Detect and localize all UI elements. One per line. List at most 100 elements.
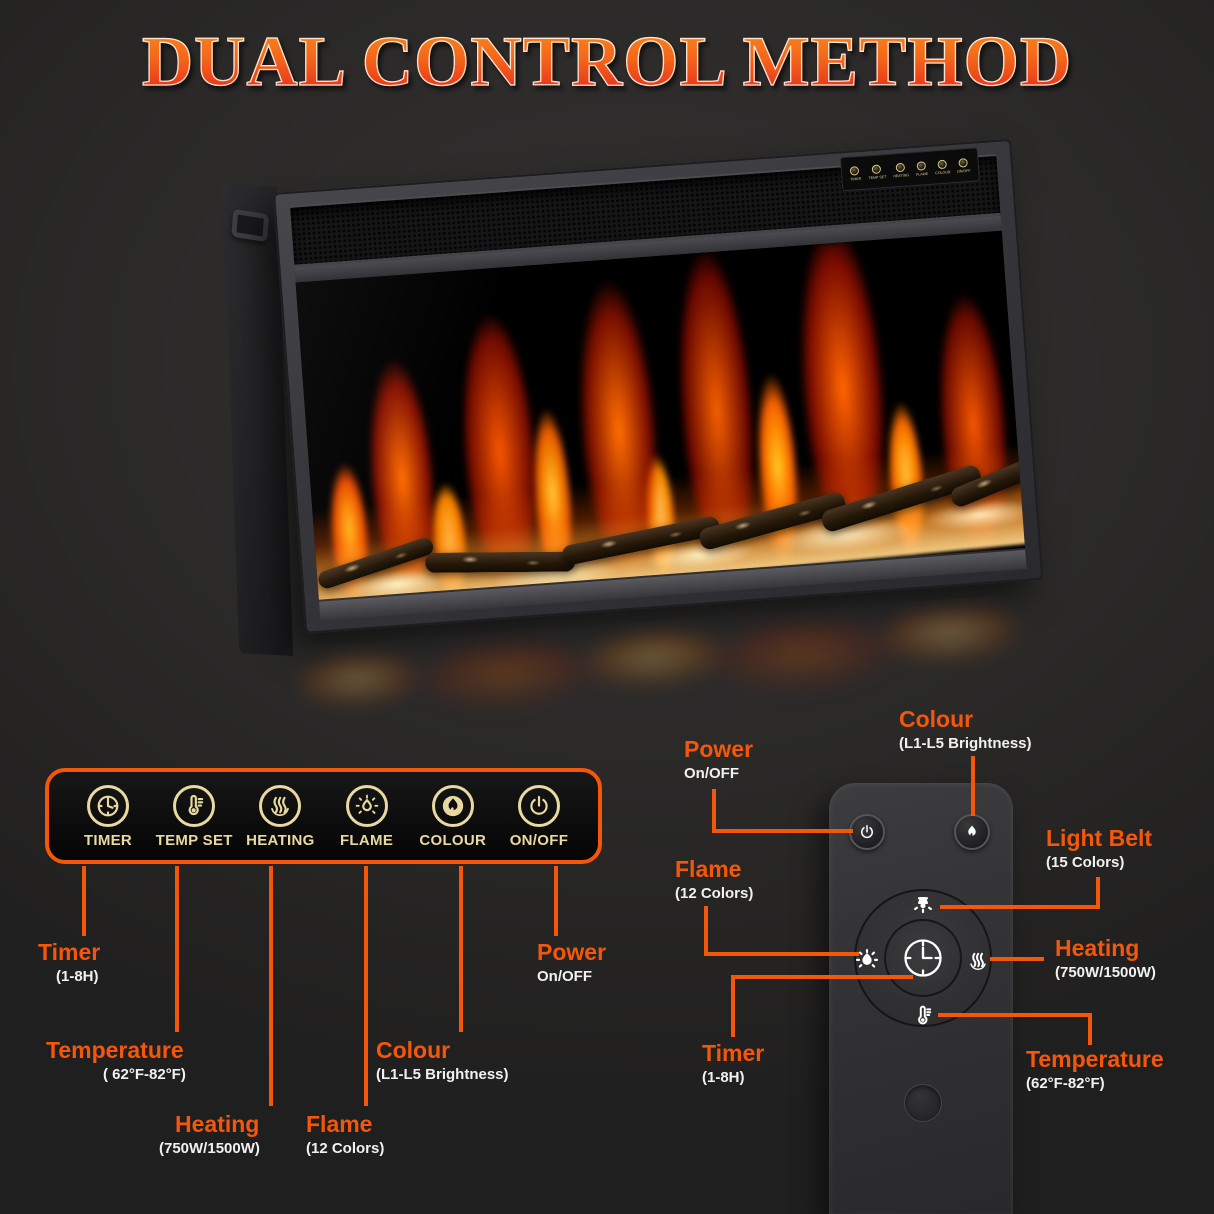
- callout-subtitle: (62°F-82°F): [1026, 1075, 1105, 1093]
- strip-button-timer: TIMER: [848, 165, 862, 181]
- heat-waves-icon: [895, 162, 906, 172]
- panel-button-label: COLOUR: [419, 832, 487, 849]
- callout-title: Timer: [38, 939, 101, 965]
- fireplace-glass: [295, 230, 1026, 600]
- remote-control: [829, 783, 1013, 1214]
- callout-title: Flame: [306, 1111, 373, 1137]
- strip-label: ON/OFF: [956, 167, 971, 174]
- heat-waves-icon: [964, 947, 992, 975]
- bulb-rays-icon: [916, 160, 927, 171]
- callout-title: Temperature: [46, 1037, 184, 1063]
- strip-label: FLAME: [915, 170, 928, 177]
- panel-button-label: TEMP SET: [155, 832, 233, 849]
- page-title: DUAL CONTROL METHOD: [0, 22, 1214, 103]
- connector-line: [1088, 1013, 1092, 1045]
- panel-button-temp-set: TEMP SET: [155, 785, 233, 849]
- connector-line: [712, 789, 716, 833]
- panel-button-colour: COLOUR: [414, 785, 492, 849]
- clock-icon: [902, 937, 944, 979]
- remote-power-button: [849, 814, 885, 850]
- callout-remote-flame: Flame (12 Colors): [675, 857, 753, 902]
- callout-title: Colour: [899, 706, 974, 732]
- strip-button-flame: FLAME: [914, 160, 928, 176]
- connector-line: [175, 866, 179, 1032]
- callout-timer: Timer (1-8H): [38, 940, 100, 985]
- callout-light-belt: Light Belt (15 Colors): [1046, 826, 1152, 871]
- callout-title: Power: [684, 736, 754, 762]
- connector-line: [554, 866, 558, 936]
- callout-title: Heating: [175, 1111, 260, 1137]
- connector-line: [269, 866, 273, 1106]
- callout-subtitle: (750W/1500W): [159, 1140, 260, 1158]
- callout-subtitle: (12 Colors): [306, 1140, 385, 1158]
- strip-label: TIMER: [849, 175, 862, 181]
- callout-flame: Flame (12 Colors): [306, 1112, 384, 1157]
- strip-button-colour: COLOUR: [933, 159, 951, 175]
- callout-title: Temperature: [1026, 1046, 1164, 1072]
- connector-line: [704, 952, 859, 956]
- callout-subtitle: ( 62°F-82°F): [103, 1066, 186, 1084]
- callout-subtitle: (15 Colors): [1046, 854, 1125, 872]
- flame-icon: [937, 159, 947, 169]
- callout-title: Power: [537, 939, 607, 965]
- connector-line: [712, 829, 853, 833]
- callout-remote-timer: Timer (1-8H): [702, 1041, 764, 1086]
- callout-title: Colour: [376, 1037, 451, 1063]
- panel-button-timer: TIMER: [69, 785, 147, 849]
- ceiling-light-icon: [909, 892, 937, 920]
- connector-line: [1096, 877, 1100, 909]
- callout-title: Timer: [702, 1040, 765, 1066]
- callout-subtitle: (1-8H): [56, 968, 99, 986]
- panel-button-label: TIMER: [83, 832, 133, 849]
- callout-title: Flame: [675, 856, 742, 882]
- panel-button-label: FLAME: [339, 832, 394, 849]
- thermometer-icon: [909, 1002, 937, 1030]
- callout-remote-power: Power On/OFF: [684, 737, 753, 782]
- callout-subtitle: (L1-L5 Brightness): [899, 735, 1032, 753]
- callout-remote-colour: Colour (L1-L5 Brightness): [899, 707, 1032, 752]
- thermometer-icon: [871, 163, 882, 174]
- flame-icon: [431, 785, 474, 827]
- callout-temperature: Temperature ( 62°F-82°F): [46, 1038, 186, 1083]
- clock-icon: [87, 785, 129, 827]
- callout-power: Power On/OFF: [537, 940, 606, 985]
- panel-button-on-off: ON/OFF: [500, 785, 578, 849]
- callout-subtitle: (L1-L5 Brightness): [376, 1066, 509, 1084]
- panel-button-label: HEATING: [246, 832, 315, 849]
- connector-line: [938, 1013, 1092, 1017]
- connector-line: [990, 957, 1044, 961]
- bulb-rays-icon: [853, 946, 881, 974]
- strip-label: TEMP SET: [867, 173, 887, 180]
- callout-remote-temperature: Temperature (62°F-82°F): [1026, 1047, 1164, 1092]
- connector-line: [731, 975, 913, 979]
- connector-line: [364, 866, 368, 1106]
- fireplace-image: TIMER TEMP SET HEATING FLAME COLOUR ON/O…: [273, 138, 1044, 634]
- power-icon: [517, 785, 560, 827]
- callout-remote-heating: Heating (750W/1500W): [1055, 936, 1156, 981]
- power-icon: [861, 824, 873, 839]
- connector-line: [459, 866, 463, 1032]
- callout-subtitle: (1-8H): [702, 1069, 745, 1087]
- strip-label: COLOUR: [934, 169, 951, 175]
- panel-button-heating: HEATING: [241, 785, 319, 849]
- strip-label: HEATING: [893, 172, 910, 178]
- callout-title: Light Belt: [1046, 825, 1153, 851]
- strip-button-on-off: ON/OFF: [955, 157, 971, 173]
- wall-control-panel: TIMER TEMP SET HEATING FLAME COLOUR: [45, 768, 602, 864]
- clock-icon: [850, 165, 860, 176]
- connector-line: [82, 866, 86, 936]
- callout-heating: Heating (750W/1500W): [159, 1112, 260, 1157]
- callout-title: Heating: [1055, 935, 1140, 961]
- fireplace-handle: [231, 208, 270, 243]
- remote-colour-button: [954, 814, 990, 850]
- connector-line: [940, 905, 1100, 909]
- callout-subtitle: On/OFF: [684, 765, 739, 783]
- remote-lower-button: [904, 1084, 942, 1122]
- connector-line: [704, 906, 708, 956]
- strip-button-heating: HEATING: [891, 162, 910, 178]
- callout-subtitle: (750W/1500W): [1055, 964, 1156, 982]
- callout-subtitle: On/OFF: [537, 968, 592, 986]
- glass-glare: [295, 230, 1026, 600]
- bulb-rays-icon: [345, 785, 388, 827]
